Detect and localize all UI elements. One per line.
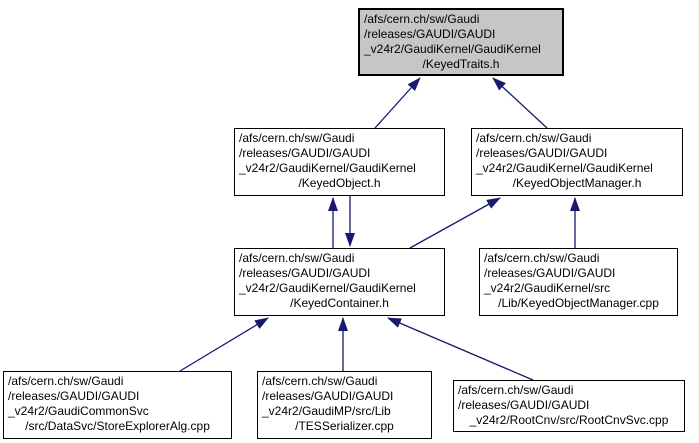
node-path-text: /afs/cern.ch/sw/Gaudi /releases/GAUDI/GA… bbox=[364, 12, 541, 56]
node-file-text: /Lib/KeyedObjectManager.cpp bbox=[498, 296, 659, 310]
node-path-text: /afs/cern.ch/sw/Gaudi /releases/GAUDI/GA… bbox=[484, 251, 616, 295]
node-file-text: /TESSerializer.cpp bbox=[295, 419, 394, 433]
edge-keyedobject-to-keyedtraits bbox=[374, 77, 421, 129]
node-path-text: /afs/cern.ch/sw/Gaudi /releases/GAUDI/GA… bbox=[239, 131, 416, 175]
node-tesserializer-cpp[interactable]: /afs/cern.ch/sw/Gaudi /releases/GAUDI/GA… bbox=[257, 371, 432, 439]
edge-keyedcontainer-to-keyedobjectmanager-h bbox=[409, 197, 501, 249]
node-path-text: /afs/cern.ch/sw/Gaudi /releases/GAUDI/GA… bbox=[476, 131, 653, 175]
node-keyedobjectmanager-h[interactable]: /afs/cern.ch/sw/Gaudi /releases/GAUDI/GA… bbox=[471, 128, 683, 196]
node-keyedobject-h[interactable]: /afs/cern.ch/sw/Gaudi /releases/GAUDI/GA… bbox=[234, 128, 445, 196]
node-file-text: /KeyedTraits.h bbox=[422, 57, 500, 71]
node-file-text: /KeyedObjectManager.h bbox=[512, 176, 642, 190]
node-rootcnvsvc-cpp[interactable]: /afs/cern.ch/sw/Gaudi /releases/GAUDI/GA… bbox=[453, 380, 685, 432]
node-keyedcontainer-h[interactable]: /afs/cern.ch/sw/Gaudi /releases/GAUDI/GA… bbox=[234, 248, 445, 316]
node-path-text: /afs/cern.ch/sw/Gaudi /releases/GAUDI/GA… bbox=[262, 374, 394, 418]
node-file-text: _v24r2/RootCnv/src/RootCnvSvc.cpp bbox=[469, 413, 669, 427]
edge-keyedobjectmanager-h-to-keyedtraits bbox=[492, 77, 548, 129]
node-path-text: /afs/cern.ch/sw/Gaudi /releases/GAUDI/GA… bbox=[458, 383, 590, 412]
node-keyedobjectmanager-cpp[interactable]: /afs/cern.ch/sw/Gaudi /releases/GAUDI/GA… bbox=[479, 248, 678, 316]
node-file-text: /KeyedContainer.h bbox=[290, 296, 389, 310]
node-keyedtraits-h[interactable]: /afs/cern.ch/sw/Gaudi /releases/GAUDI/GA… bbox=[358, 8, 564, 76]
node-path-text: /afs/cern.ch/sw/Gaudi /releases/GAUDI/GA… bbox=[8, 374, 149, 418]
node-path-text: /afs/cern.ch/sw/Gaudi /releases/GAUDI/GA… bbox=[239, 251, 416, 295]
node-file-text: /src/DataSvc/StoreExplorerAlg.cpp bbox=[25, 419, 210, 433]
node-storeexploreralg-cpp[interactable]: /afs/cern.ch/sw/Gaudi /releases/GAUDI/GA… bbox=[3, 371, 232, 439]
node-file-text: /KeyedObject.h bbox=[298, 176, 381, 190]
edge-storeexploreralg-to-keyedcontainer bbox=[179, 317, 269, 372]
